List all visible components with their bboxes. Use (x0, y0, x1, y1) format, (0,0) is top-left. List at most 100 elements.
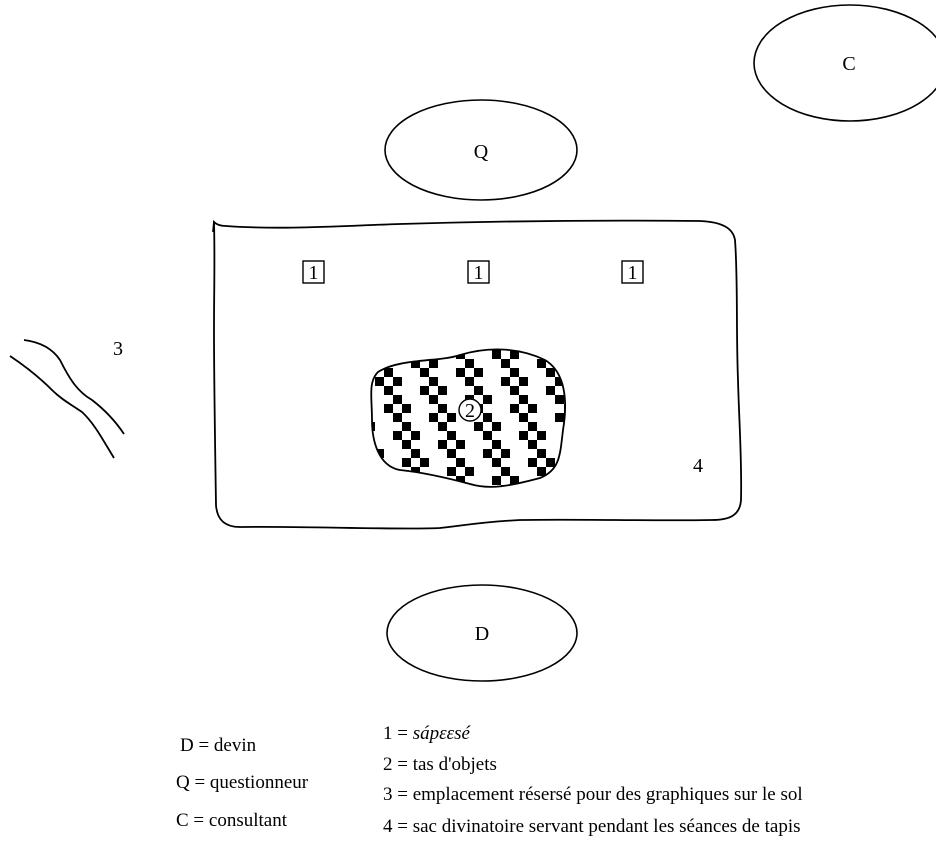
checker-cell (573, 467, 582, 476)
checker-cell (384, 386, 393, 395)
checker-cell (371, 422, 375, 431)
checker-cell (465, 377, 474, 386)
checker-cell (492, 476, 501, 485)
checker-cell (375, 377, 384, 386)
checker-cell (519, 413, 528, 422)
checker-cell (393, 413, 402, 422)
checker-cell (546, 458, 555, 467)
checker-cell (438, 386, 447, 395)
checker-cell (519, 395, 528, 404)
checker-cell (492, 440, 501, 449)
checker-cell (429, 395, 438, 404)
checker-cell (465, 485, 474, 487)
consultant-letter: C (842, 53, 855, 75)
checker-cell (537, 431, 546, 440)
checker-cell (438, 404, 447, 413)
checker-cell (438, 422, 447, 431)
checker-cell (447, 449, 456, 458)
checker-cell (528, 458, 537, 467)
checker-cell (474, 368, 483, 377)
checker-cell (411, 449, 420, 458)
marker-label: 1 (628, 262, 638, 284)
checker-cell (483, 449, 492, 458)
checker-cell (537, 359, 546, 368)
checker-cell (474, 422, 483, 431)
marker-box (621, 260, 644, 284)
checker-cell (429, 485, 438, 487)
object-pile: 2 (370, 348, 582, 488)
checker-cell (411, 359, 420, 368)
checker-cell (546, 476, 555, 485)
checker-cell (510, 404, 519, 413)
checker-cell (384, 368, 393, 377)
checker-cell (537, 467, 546, 476)
ground-line-upper (23, 339, 125, 435)
checker-cell (537, 449, 546, 458)
marker-box (467, 260, 490, 284)
marker-box (302, 260, 325, 284)
checker-cell (393, 395, 402, 404)
checker-cell (528, 404, 537, 413)
checker-cell (501, 449, 510, 458)
checker-cell (393, 377, 402, 386)
checker-cell (510, 350, 519, 359)
checker-cell (573, 431, 582, 440)
checker-cell (519, 377, 528, 386)
consultant-ellipse (753, 4, 936, 122)
checker-cell (456, 440, 465, 449)
checker-cell (402, 440, 411, 449)
checker-cell (420, 368, 429, 377)
checker-cell (555, 485, 564, 487)
checker-cell (483, 413, 492, 422)
checker-cell (447, 413, 456, 422)
checker-cell (483, 395, 492, 404)
checker-cell (528, 440, 537, 449)
marker-one-middle: 1 (467, 260, 490, 284)
checker-cell (564, 440, 566, 449)
legend-ground-space: 3 = emplacement résersé pour des graphiq… (383, 784, 803, 805)
pile-label: 2 (465, 400, 475, 422)
checker-cell (447, 431, 456, 440)
marker-one-right: 1 (621, 260, 644, 284)
questioner-figure: Q (384, 99, 578, 201)
checker-cell (546, 350, 555, 359)
checker-cell (564, 422, 566, 431)
checker-cell (501, 377, 510, 386)
checker-cell (411, 485, 420, 487)
legend-object-pile: 2 = tas d'objets (383, 754, 497, 775)
legend-questioner: Q = questionneur (176, 772, 309, 793)
checker-cell (537, 485, 546, 487)
legend-marker-one: 1 = sápεεsé (383, 723, 470, 745)
checker-cell (429, 359, 438, 368)
checker-cell (456, 368, 465, 377)
checker-cell (371, 350, 375, 359)
questioner-letter: Q (474, 141, 489, 163)
mat-label: 4 (693, 455, 703, 477)
checker-cell (573, 449, 582, 458)
checker-cell (528, 422, 537, 431)
checker-cell (371, 458, 375, 467)
checker-cell (483, 431, 492, 440)
pile-outline (370, 348, 566, 488)
checker-cell (519, 431, 528, 440)
checker-cell (384, 350, 393, 359)
checker-cell (438, 440, 447, 449)
ground-line-lower (9, 355, 115, 459)
checker-cell (474, 386, 483, 395)
checker-cell (492, 350, 501, 359)
checker-cell (465, 359, 474, 368)
checker-cell (555, 359, 564, 368)
checker-cell (465, 467, 474, 476)
marker-one-left: 1 (302, 260, 325, 284)
checker-cell (429, 413, 438, 422)
diviner-ellipse (386, 584, 578, 682)
checker-cell (384, 404, 393, 413)
checker-cell (402, 458, 411, 467)
checker-cell (375, 359, 384, 368)
ground-space-label: 3 (113, 338, 123, 360)
checker-cell (573, 413, 582, 422)
checker-cell (375, 485, 384, 487)
questioner-ellipse (384, 99, 578, 201)
checker-cell (420, 458, 429, 467)
